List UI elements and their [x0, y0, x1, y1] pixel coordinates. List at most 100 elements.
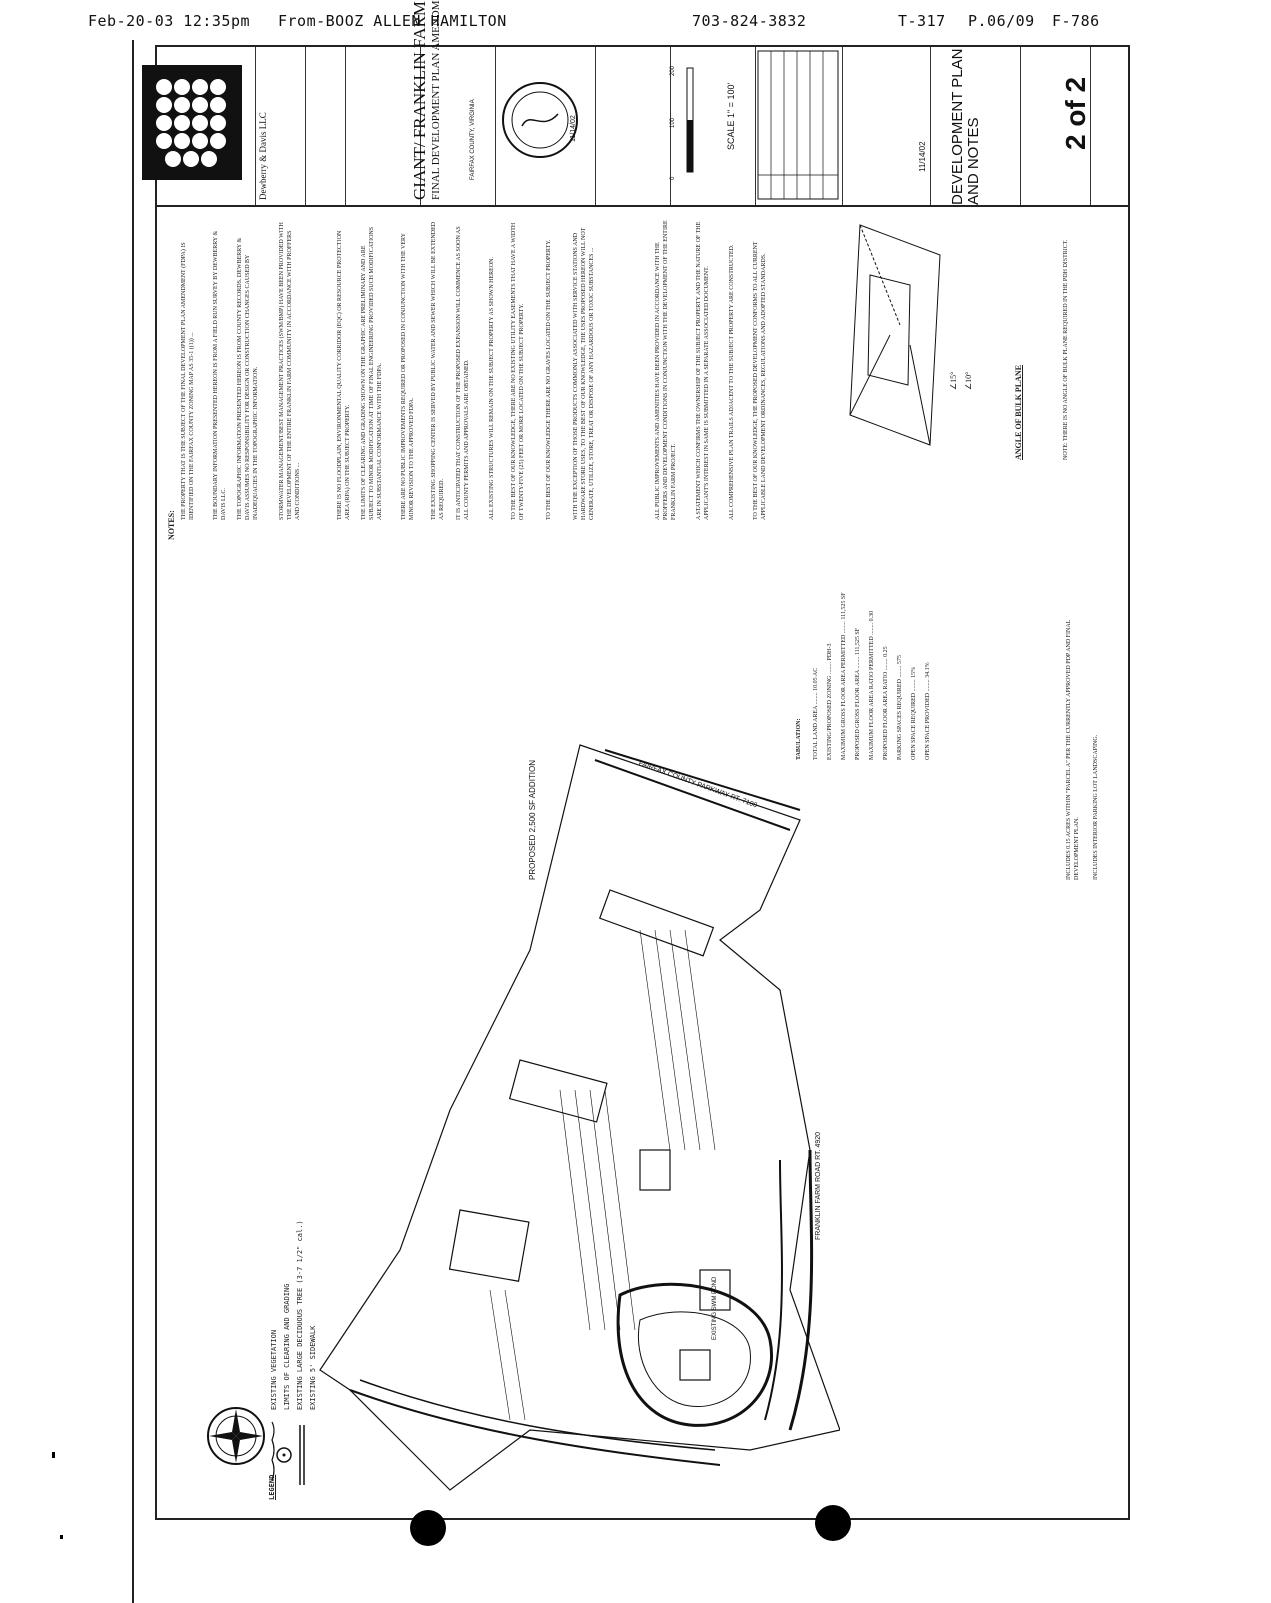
tree-line-icon	[271, 1421, 275, 1481]
title-block-divider	[1020, 47, 1021, 205]
fax-page: P.06/09	[968, 12, 1035, 30]
sheet-title: DEVELOPMENT PLAN AND NOTES	[949, 48, 982, 205]
tabulation-row: MAXIMUM FLOOR AREA RATIO PERMITTED .....…	[868, 611, 876, 760]
project-subtitle: FINAL DEVELOPMENT PLAN AMENDMENT	[430, 0, 442, 200]
north-arrow-icon	[207, 1407, 265, 1465]
note-item: TO THE BEST OF OUR KNOWLEDGE THERE ARE N…	[546, 239, 552, 520]
tabulation-row-value: 111,525 SF	[841, 592, 847, 620]
tabulation-row-label: OPEN SPACE REQUIRED	[911, 692, 917, 760]
fax-form: F-786	[1052, 12, 1100, 30]
note-item: IT IS ANTICIPATED THAT CONSTRUCTION OF T…	[456, 226, 470, 520]
bulk-plane-note: NOTE: THERE IS NO ANGLE OF BULK PLANE RE…	[1063, 239, 1069, 461]
tabulation-leader: ........	[813, 690, 819, 706]
legend-label: EXISTING LARGE DECIDUOUS TREE (3-7 1/2" …	[296, 1220, 304, 1410]
tabulation-row-label: PROPOSED GROSS FLOOR AREA	[855, 670, 861, 760]
title-block-divider	[842, 47, 843, 205]
legend-label: EXISTING 5' SIDEWALK	[309, 1325, 317, 1410]
professional-seal	[502, 82, 578, 158]
legend-icons	[271, 1421, 305, 1485]
tabulation-row-label: OPEN SPACE PROVIDED	[925, 692, 931, 760]
notes-heading: NOTES:	[167, 510, 176, 540]
title-block-divider	[305, 47, 306, 205]
title-block-divider	[495, 47, 496, 205]
seal-date: 11/14/02	[570, 115, 577, 142]
tabulation-row-label: PROPOSED FLOOR AREA RATIO	[883, 671, 889, 760]
scale-tick-100: 100	[670, 117, 676, 128]
scale-tick-0: 0	[670, 176, 676, 180]
circle-tree-icon	[276, 1447, 292, 1463]
firm-name: Dewberry & Davis LLC	[258, 112, 268, 200]
franklin-farm-road-label: FRANKLIN FARM ROAD RT. 4920	[815, 1131, 822, 1240]
title-block-frame	[155, 45, 1130, 207]
note-item: THE TOPOGRAPHIC INFORMATION PRESENTED HE…	[237, 237, 259, 520]
project-title: GIANT/ FRANKLIN FARM RD.	[410, 0, 429, 200]
tabulation-row-value: PDH-3	[827, 643, 833, 661]
scan-speck	[60, 1535, 63, 1539]
note-item: ALL EXISTING STRUCTURES WILL REMAIN ON T…	[489, 257, 495, 520]
bulk-plane-title: ANGLE OF BULK PLANE	[1014, 364, 1023, 460]
note-item: THE LIMITS OF CLEARING AND GRADING SHOWN…	[361, 226, 383, 520]
tabulation-footnote: INCLUDES 0.15 ACRES WITHIN "PARCEL A" PE…	[1066, 619, 1080, 880]
punch-hole	[815, 1505, 851, 1541]
tabulation-row: PROPOSED FLOOR AREA RATIO ........ 0.25	[882, 646, 890, 760]
tabulation-row: OPEN SPACE PROVIDED ........ 34.1%	[924, 662, 932, 760]
graphic-scale	[686, 67, 694, 173]
note-item: WITH THE EXCEPTION OF THOSE PRODUCTS COM…	[573, 227, 595, 520]
tabulation-row-label: MAXIMUM FLOOR AREA RATIO PERMITTED	[869, 636, 875, 760]
tabulation-leader: ........	[869, 621, 875, 637]
firm-logo	[142, 65, 242, 180]
tabulation-row-value: 10.05 AC	[813, 667, 819, 691]
fax-from: From-BOOZ ALLEN HAMILTON	[278, 12, 507, 30]
title-block-divider	[595, 47, 596, 205]
legend-label: EXISTING VEGETATION	[270, 1329, 278, 1410]
note-item: A STATEMENT WHICH CONFIRMS THE OWNERSHIP…	[696, 221, 710, 520]
fax-header: Feb-20-03 12:35pm From-BOOZ ALLEN HAMILT…	[0, 12, 1271, 34]
bulk-plane-diagram	[849, 224, 941, 446]
tabulation-row: OPEN SPACE REQUIRED ........ 15%	[910, 667, 918, 760]
legend-label: LIMITS OF CLEARING AND GRADING	[283, 1283, 291, 1410]
tabulation-row-value: 0.25	[883, 646, 889, 657]
title-block-divider	[755, 47, 756, 205]
scale-tick-200: 200	[670, 65, 676, 76]
note-item: THE EXISTING SHOPPING CENTER IS SERVED B…	[431, 221, 445, 520]
tabulation-row: PARKING SPACES REQUIRED ........ 575	[896, 655, 904, 760]
drawing-sheet	[132, 40, 1138, 1603]
drawing-date: 11/14/02	[918, 141, 927, 172]
bulk-plane-angle-1: ∠15°	[949, 371, 958, 390]
scale-label: SCALE 1" = 100'	[726, 82, 736, 150]
tabulation-footnote: INCLUDES INTERIOR PARKING LOT LANDSCAPIN…	[1093, 734, 1099, 880]
tabulation-leader: ........	[827, 660, 833, 676]
tabulation-row-value: 34.1%	[925, 662, 931, 678]
revision-table	[757, 50, 839, 200]
tabulation-leader: ........	[925, 677, 931, 693]
note-item: STORMWATER MANAGEMENT/BEST MANAGEMENT PR…	[279, 222, 301, 520]
tabulation-leader: ........	[855, 655, 861, 671]
note-item: THE PROPERTY THAT IS THE SUBJECT OF THE …	[181, 242, 195, 520]
tabulation-row-value: 575	[897, 655, 903, 665]
county-label: FAIRFAX COUNTY, VIRGINIA	[470, 99, 476, 180]
tabulation-row: MAXIMUM GROSS FLOOR AREA PERMITTED .....…	[840, 592, 848, 760]
title-block-divider	[420, 47, 421, 205]
tabulation-leader: ........	[897, 664, 903, 680]
bulk-plane-angle-2: ∠10°	[964, 371, 973, 390]
site-plan	[319, 744, 840, 1491]
tabulation-row-value: 111,525 SF	[855, 627, 861, 656]
fax-date-time: Feb-20-03 12:35pm	[88, 12, 251, 30]
pond-label: EXISTING SWM POND	[712, 1276, 718, 1340]
sheet-number: 2 of 2	[1060, 76, 1091, 150]
tabulation-row-label: PARKING SPACES REQUIRED	[897, 679, 903, 760]
note-item: TO THE BEST OF OUR KNOWLEDGE, THERE ARE …	[511, 222, 525, 520]
tabulation-leader: ........	[841, 619, 847, 635]
punch-hole	[410, 1510, 446, 1546]
tabulation-leader: ........	[911, 677, 917, 693]
tabulation-row: PROPOSED GROSS FLOOR AREA ........ 111,5…	[854, 628, 862, 760]
note-item: TO THE BEST OF OUR KNOWLEDGE, THE PROPOS…	[753, 241, 767, 520]
note-item: ALL COMPREHENSIVE PLAN TRAILS ADJACENT T…	[729, 244, 735, 520]
tabulation-row-value: 0.30	[869, 610, 875, 622]
proposed-addition-label: PROPOSED 2,500 SF ADDITION	[528, 759, 537, 880]
note-item: THE BOUNDARY INFORMATION PRESENTED HEREO…	[213, 230, 227, 520]
tabulation-row-label: MAXIMUM GROSS FLOOR AREA PERMITTED	[841, 634, 847, 760]
note-item: THERE ARE NO PUBLIC IMPROVEMENTS REQUIRE…	[401, 233, 415, 520]
title-block-divider	[670, 47, 671, 205]
scan-speck	[52, 1452, 55, 1458]
